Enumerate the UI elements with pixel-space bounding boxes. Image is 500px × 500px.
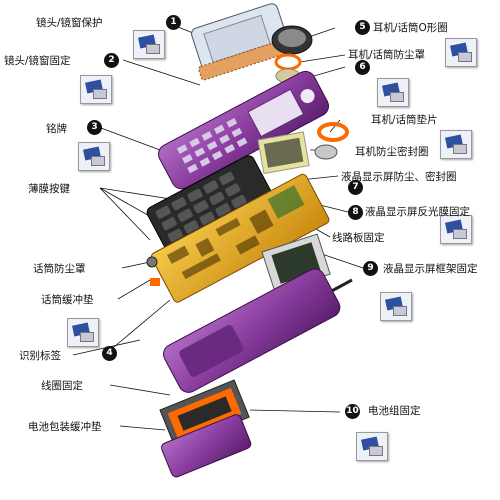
thumb-coil bbox=[67, 318, 99, 347]
back-housing bbox=[163, 268, 341, 393]
label-battery-cushion: 电池包装缓冲垫 bbox=[28, 421, 102, 433]
label-id-tag: 识别标签 bbox=[19, 350, 61, 362]
marker-7: 7 bbox=[348, 180, 363, 195]
label-lens-protect: 镜头/镜窗保护 bbox=[36, 17, 103, 29]
label-oring: 耳机/话筒O形圈 bbox=[373, 22, 448, 34]
earphone-seal bbox=[314, 144, 338, 160]
thumb-nameplate bbox=[78, 142, 110, 171]
keypad-membrane bbox=[146, 155, 272, 251]
marker-1: 1 bbox=[166, 15, 181, 30]
earpiece-disc bbox=[271, 25, 313, 84]
marker-3: 3 bbox=[87, 120, 102, 135]
label-battery-fix: 电池组固定 bbox=[368, 405, 421, 417]
label-lens-fix: 镜头/镜窗固定 bbox=[4, 55, 71, 67]
front-housing bbox=[158, 70, 330, 190]
thumb-battery bbox=[356, 432, 388, 461]
label-membrane-keys: 薄膜按键 bbox=[28, 183, 70, 195]
thumb-lens-fix bbox=[80, 75, 112, 104]
label-nameplate: 铭牌 bbox=[46, 123, 67, 135]
thumb-lens-protect bbox=[133, 30, 165, 59]
label-coil-fix: 线圈固定 bbox=[41, 380, 83, 392]
mic-cushion bbox=[150, 278, 160, 286]
label-mic-dust: 话筒防尘罩 bbox=[33, 263, 86, 275]
earphone-pad bbox=[317, 122, 349, 142]
thumb-earphone bbox=[377, 78, 409, 107]
battery-frame bbox=[159, 379, 250, 448]
thumb-gasket bbox=[440, 130, 472, 159]
thumb-lcd-frame bbox=[380, 292, 412, 321]
label-mic-cushion: 话筒缓冲垫 bbox=[41, 294, 94, 306]
label-pad: 耳机/话筒垫片 bbox=[371, 114, 438, 126]
lcd-gasket bbox=[257, 131, 310, 175]
mic-cover bbox=[146, 256, 158, 268]
marker-10: 10 bbox=[345, 404, 360, 419]
marker-2: 2 bbox=[104, 53, 119, 68]
label-dust-seal: 耳机防尘密封圈 bbox=[355, 146, 429, 158]
thumb-reflector bbox=[440, 215, 472, 244]
marker-6: 6 bbox=[355, 60, 370, 75]
marker-4: 4 bbox=[102, 346, 117, 361]
label-lcd-frame: 液晶显示屏框架固定 bbox=[383, 263, 478, 275]
marker-8: 8 bbox=[348, 205, 363, 220]
battery-pack bbox=[161, 414, 252, 478]
label-lcd-seal: 液晶显示屏防尘、密封圈 bbox=[341, 171, 457, 183]
label-lcd-reflector: 液晶显示屏反光膜固定 bbox=[365, 206, 470, 218]
label-dust-cover: 耳机/话筒防尘罩 bbox=[348, 49, 426, 61]
marker-9: 9 bbox=[363, 261, 378, 276]
label-board-fix: 线路板固定 bbox=[332, 232, 385, 244]
marker-5: 5 bbox=[355, 20, 370, 35]
thumb-mic-ring bbox=[445, 38, 477, 67]
circuit-board bbox=[150, 173, 330, 303]
